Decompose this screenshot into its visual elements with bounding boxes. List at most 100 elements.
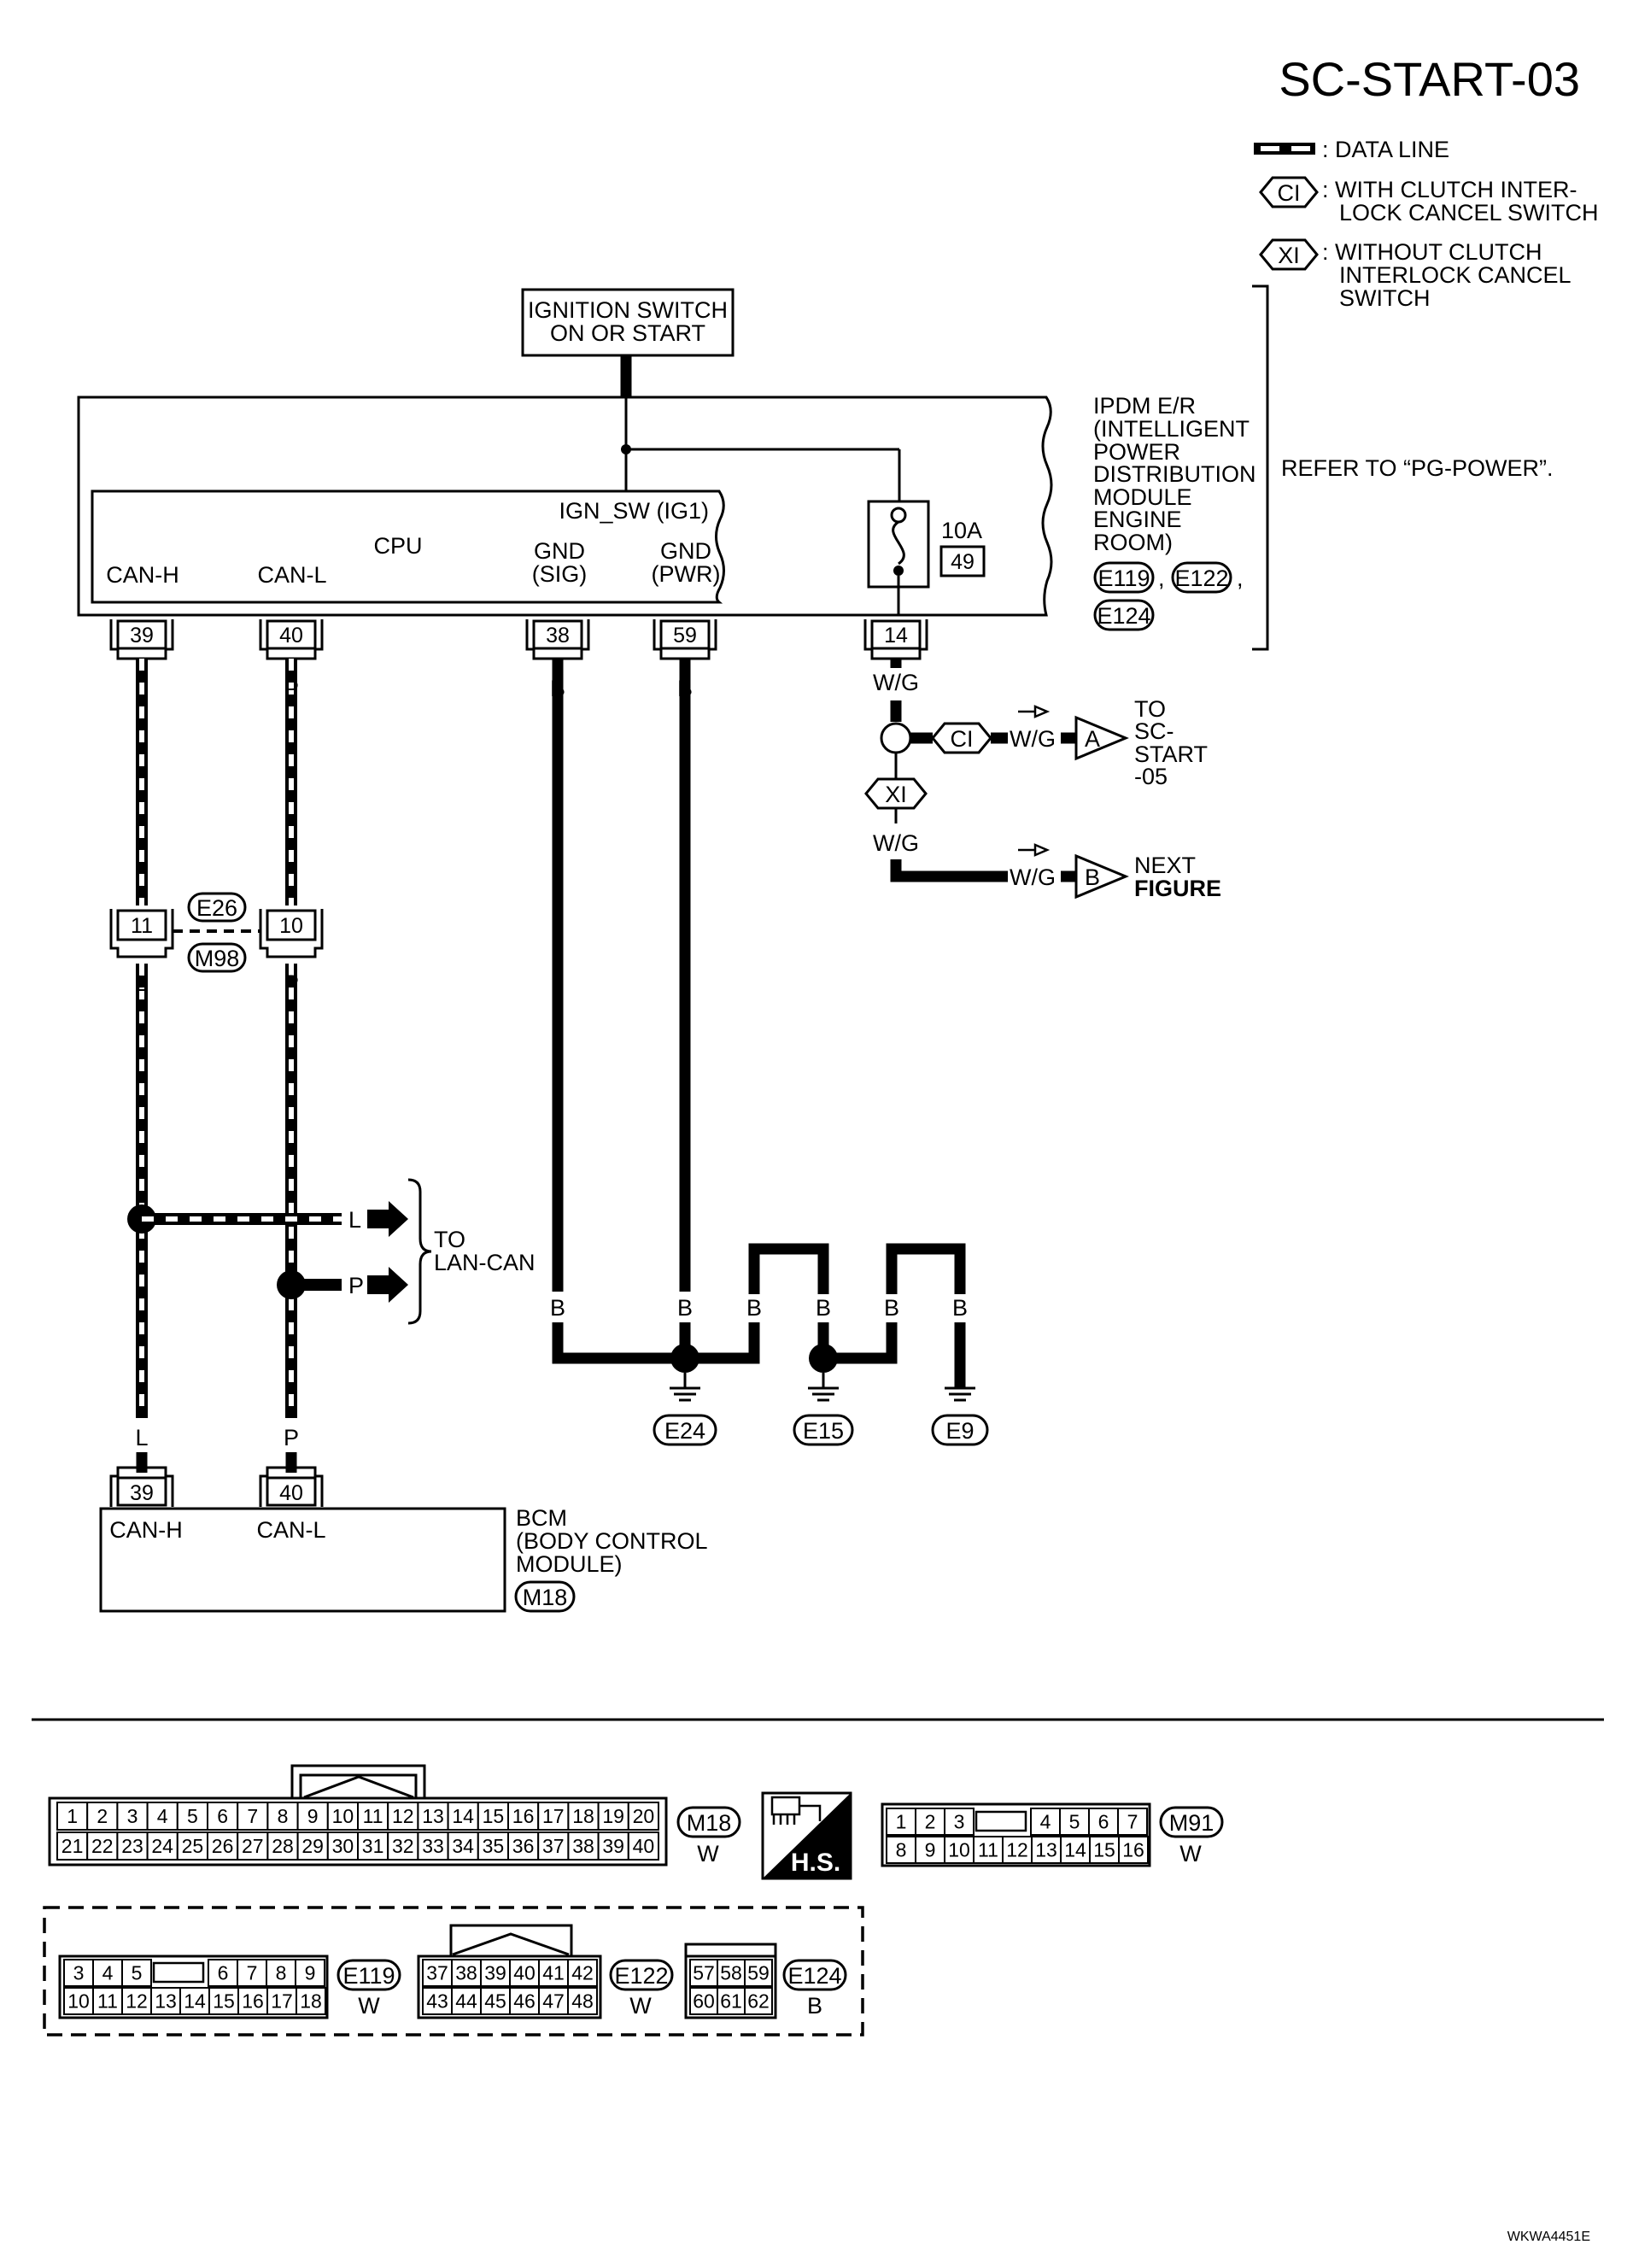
connector-cell-label: 19	[602, 1805, 624, 1827]
connector-cell	[480, 1987, 511, 2015]
connector-key	[152, 1961, 205, 1984]
bcm-box: CAN-H CAN-L	[99, 1507, 506, 1613]
wire-label-wg-1: W/G	[873, 670, 919, 695]
connector-cell-label: 15	[1093, 1839, 1115, 1861]
connector-cell-label: 2	[97, 1805, 108, 1827]
svg-text:DISTRIBUTION: DISTRIBUTION	[1093, 461, 1256, 487]
connector-cell-label: 11	[97, 1990, 118, 2013]
svg-text:ENGINE: ENGINE	[1093, 507, 1182, 532]
connector-cell	[86, 1831, 119, 1861]
svg-text:START: START	[1134, 741, 1208, 767]
connector-cell	[944, 1808, 975, 1836]
connector-cell-label: 4	[102, 1962, 114, 1984]
next-figure-arrow: B	[1074, 853, 1129, 900]
connector-cell-label: 58	[720, 1962, 742, 1984]
connector-cell-label: 42	[571, 1962, 594, 1984]
wire-label-p-1: P	[284, 676, 299, 701]
connector-cell	[538, 1959, 569, 1987]
ipdm-gnd-sig-1: GND	[534, 538, 585, 564]
svg-text:IPDM E/R: IPDM E/R	[1093, 393, 1196, 419]
connector-cell-label: 44	[455, 1990, 477, 2013]
connector-cell	[1060, 1836, 1091, 1864]
connector-cell-label: 5	[1069, 1811, 1080, 1833]
connector-cell-label: 17	[542, 1805, 565, 1827]
connector-cell-label: 16	[1122, 1839, 1144, 1861]
svg-text:A: A	[1085, 726, 1100, 752]
connector-cell	[207, 1831, 239, 1861]
connector-cell-label: 38	[572, 1835, 594, 1857]
joint-connector-e26: E26	[187, 892, 247, 923]
svg-text:B: B	[952, 1295, 968, 1321]
connector-cell	[627, 1831, 659, 1861]
svg-text:,: ,	[1158, 566, 1165, 591]
connector-cell	[121, 1987, 152, 2015]
connector-cell-label: 8	[278, 1805, 289, 1827]
connector-cell-label: 2	[925, 1811, 936, 1833]
ipdm-connector-e122: E122	[1171, 561, 1232, 594]
ipdm-connector-e124: E124	[1093, 599, 1155, 631]
svg-text:39: 39	[130, 624, 154, 648]
legend-xi-text-3: SWITCH	[1339, 285, 1430, 311]
connector-cell	[509, 1987, 540, 2015]
connector-cell-label: 60	[693, 1990, 715, 2013]
connector-cell-label: 43	[426, 1990, 448, 2013]
ground-symbol-e9: E9	[931, 1386, 989, 1446]
wire-label-wg-3: W/G	[873, 830, 919, 856]
joint-connector-m98: M98	[187, 942, 247, 973]
connector-cell	[63, 1959, 94, 1987]
connector-e119-color: W	[358, 1993, 380, 2019]
connector-cell-label: 7	[1127, 1811, 1138, 1833]
connector-cell-label: 45	[484, 1990, 506, 2013]
connector-cell-label: 1	[896, 1811, 907, 1833]
next-figure-label: NEXT FIGURE	[1134, 853, 1221, 901]
svg-text:14: 14	[884, 624, 908, 648]
connector-cell-label: 26	[212, 1835, 234, 1857]
connector-cell	[627, 1802, 659, 1831]
ground-labels: B B B B B B	[550, 1295, 968, 1321]
svg-text:(INTELLIGENT: (INTELLIGENT	[1093, 416, 1250, 442]
connector-cell-label: 9	[305, 1962, 316, 1984]
legend-xi-text-2: INTERLOCK CANCEL	[1339, 262, 1572, 288]
legend-ci-text-2: LOCK CANCEL SWITCH	[1339, 200, 1599, 226]
connector-cell-label: 15	[213, 1990, 235, 2013]
connector-cell-label: 32	[392, 1835, 414, 1857]
connector-cell	[326, 1831, 359, 1861]
connector-cell	[116, 1831, 149, 1861]
connector-cell	[567, 1802, 600, 1831]
lan-to: TO	[434, 1227, 465, 1252]
svg-text:CI: CI	[951, 726, 974, 752]
connector-cell	[744, 1959, 773, 1987]
connector-cell	[1059, 1808, 1090, 1836]
bcm-pin-39: 39	[109, 1466, 174, 1507]
connector-cell-label: 14	[452, 1805, 474, 1827]
svg-text:XI: XI	[1278, 243, 1300, 268]
svg-text:ROOM): ROOM)	[1093, 530, 1173, 555]
connector-m18-color: W	[697, 1841, 719, 1867]
connector-cell-label: 14	[1064, 1839, 1086, 1861]
connector-cell	[266, 1831, 299, 1861]
connector-cell	[567, 1959, 598, 1987]
legend-ci-text-1: : WITH CLUTCH INTER-	[1322, 177, 1577, 202]
connector-cell	[56, 1802, 89, 1831]
wire-label-p-3: P	[284, 1425, 299, 1450]
connector-cell	[116, 1802, 149, 1831]
legend: : DATA LINE CI : WITH CLUTCH INTER- LOCK…	[1254, 137, 1599, 311]
ipdm-pin-38: 38	[525, 619, 590, 660]
svg-text:SC-: SC-	[1134, 718, 1174, 744]
page-id: SC-START-03	[1279, 52, 1580, 106]
connector-cell-label: 3	[73, 1962, 85, 1984]
connector-cell-label: 18	[572, 1805, 594, 1827]
bcm-connector-m18: M18	[514, 1580, 576, 1613]
connector-cell-label: 3	[954, 1811, 965, 1833]
legend-data-line: : DATA LINE	[1322, 137, 1449, 162]
branch-xi-symbol: XI	[864, 777, 928, 810]
svg-text:B: B	[677, 1295, 693, 1321]
wire-label-wg-4: W/G	[1010, 864, 1056, 890]
ipdm-gnd-pwr-1: GND	[660, 538, 711, 564]
connector-cell	[509, 1959, 540, 1987]
connector-cell-label: 8	[896, 1839, 907, 1861]
connector-cell-label: 29	[301, 1835, 324, 1857]
